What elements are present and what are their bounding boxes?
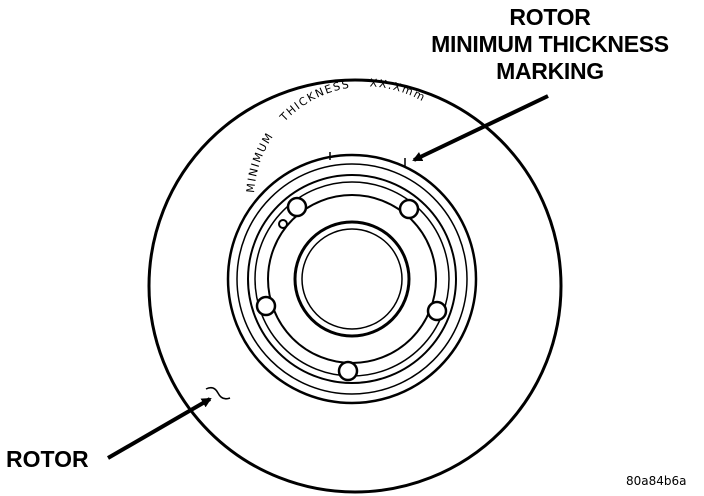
- marking-callout-label: ROTOR MINIMUM THICKNESS MARKING: [400, 4, 700, 85]
- hat-ring-2: [236, 163, 468, 395]
- rotor-label: ROTOR: [6, 446, 89, 472]
- hat-outer-ring: [226, 153, 478, 405]
- locator-hole: [278, 219, 288, 229]
- center-bore-inner: [301, 228, 403, 330]
- figure-code: 80a84b6a: [626, 474, 687, 488]
- callout-line-3: MARKING: [496, 58, 604, 84]
- hat-ring-3: [247, 174, 457, 384]
- lug-hole: [337, 360, 359, 382]
- lug-hole: [398, 198, 420, 220]
- lug-hole: [286, 196, 308, 218]
- lug-hole: [255, 295, 277, 317]
- rotor-callout-arrow: [106, 397, 212, 460]
- lug-hole: [426, 300, 448, 322]
- marking-callout-arrow: [412, 94, 549, 162]
- callout-line-2: MINIMUM THICKNESS: [431, 31, 669, 57]
- center-bore: [293, 220, 411, 338]
- marking-bracket: [329, 152, 406, 166]
- rotor-leader-squiggle: [205, 386, 231, 400]
- callout-line-1: ROTOR: [509, 4, 591, 30]
